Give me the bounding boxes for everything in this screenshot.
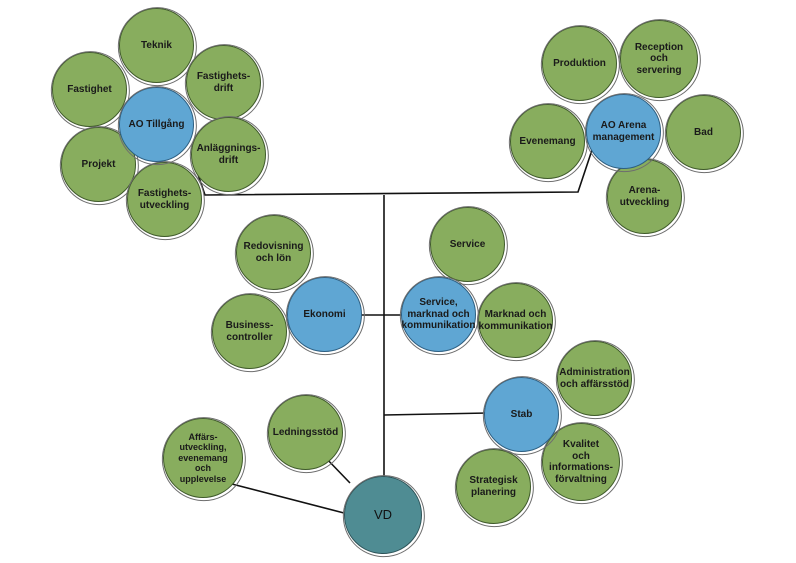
node-strategisk: Strategisk planering	[456, 449, 531, 524]
node-fastighetsutveckling: Fastighets- utveckling	[127, 162, 202, 237]
node-produktion: Produktion	[542, 26, 617, 101]
node-vd: VD	[344, 476, 422, 554]
node-kvalitet: Kvalitet och informations- förvaltning	[542, 423, 620, 501]
vd-affars-link	[227, 482, 345, 514]
node-administration: Administration och affärsstöd	[557, 341, 632, 416]
node-fastighetsdrift: Fastighets- drift	[186, 45, 261, 120]
node-arenautveckling: Arena- utveckling	[607, 159, 682, 234]
node-ao-arena: AO Arena management	[586, 94, 661, 169]
node-ao-tillgang: AO Tillgång	[119, 87, 194, 162]
node-reception: Reception och servering	[620, 20, 698, 98]
node-affars-utveckling: Affärs- utveckling, evenemang och upplev…	[163, 418, 243, 498]
node-ekonomi: Ekonomi	[287, 277, 362, 352]
node-evenemang: Evenemang	[510, 104, 585, 179]
node-ledningsstod: Ledningsstöd	[268, 395, 343, 470]
node-stab: Stab	[484, 377, 559, 452]
node-bad: Bad	[666, 95, 741, 170]
node-business-controller: Business- controller	[212, 294, 287, 369]
node-teknik: Teknik	[119, 8, 194, 83]
node-service-unit: Service, marknad och kommunikation	[401, 277, 476, 352]
node-marknad: Marknad och kommunikation	[478, 283, 553, 358]
node-anlaggningsdrift: Anläggnings- drift	[191, 117, 266, 192]
node-fastighet: Fastighet	[52, 52, 127, 127]
node-redovisning: Redovisning och lön	[236, 215, 311, 290]
node-service: Service	[430, 207, 505, 282]
stab-link	[383, 412, 489, 416]
